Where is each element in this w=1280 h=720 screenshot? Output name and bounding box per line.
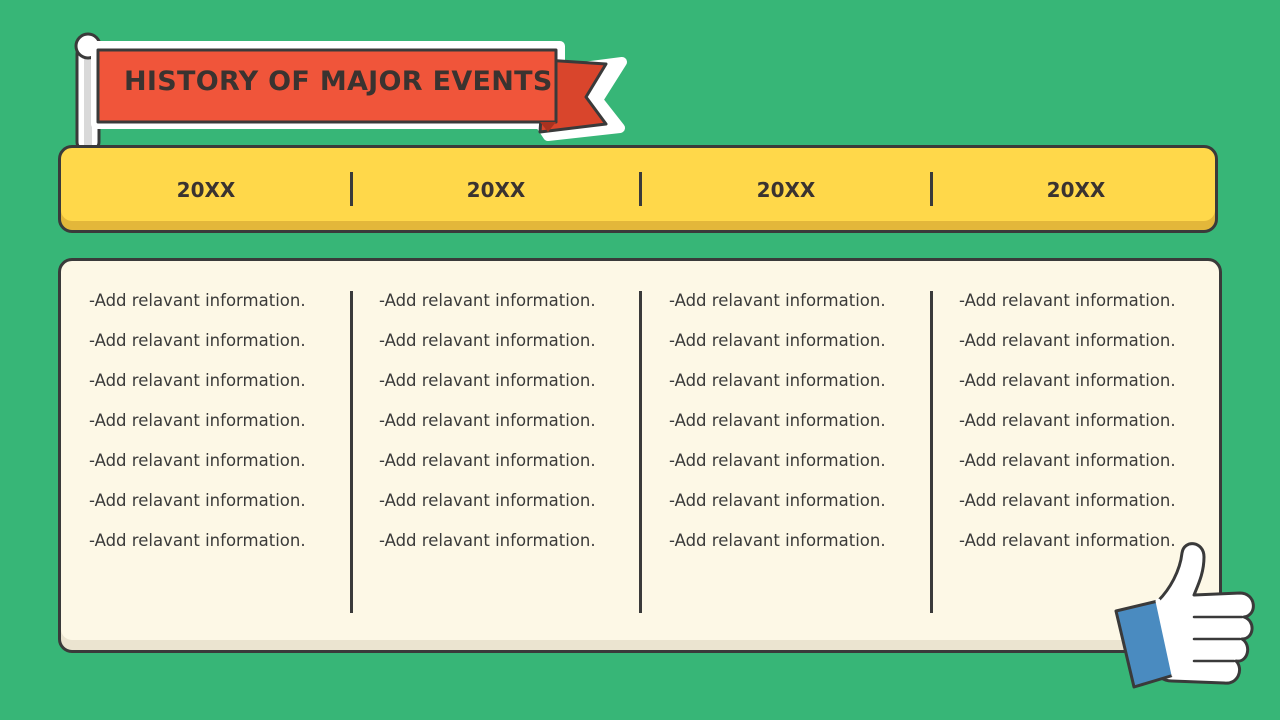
year-divider (639, 172, 642, 206)
year-label: 20XX (466, 178, 526, 202)
list-item: -Add relavant information. (379, 451, 596, 470)
column-divider (930, 291, 933, 613)
year-divider (350, 172, 353, 206)
info-column: -Add relavant information. -Add relavant… (959, 289, 1229, 569)
info-column: -Add relavant information. -Add relavant… (379, 289, 649, 569)
info-column: -Add relavant information. -Add relavant… (89, 289, 359, 569)
info-panel: -Add relavant information. -Add relavant… (58, 258, 1222, 653)
list-item: -Add relavant information. (959, 371, 1176, 390)
year-label: 20XX (176, 178, 236, 202)
list-item: -Add relavant information. (669, 331, 886, 350)
info-column: -Add relavant information. -Add relavant… (669, 289, 939, 569)
list-item: -Add relavant information. (89, 411, 306, 430)
list-item: -Add relavant information. (379, 291, 596, 310)
list-item: -Add relavant information. (379, 411, 596, 430)
list-item: -Add relavant information. (959, 451, 1176, 470)
year-bar: 20XX 20XX 20XX 20XX (58, 145, 1218, 233)
list-item: -Add relavant information. (959, 331, 1176, 350)
list-item: -Add relavant information. (379, 491, 596, 510)
list-item: -Add relavant information. (959, 531, 1176, 550)
list-item: -Add relavant information. (669, 291, 886, 310)
page-title: HISTORY OF MAJOR EVENTS (124, 66, 553, 97)
list-item: -Add relavant information. (379, 331, 596, 350)
list-item: -Add relavant information. (669, 411, 886, 430)
year-label: 20XX (1046, 178, 1106, 202)
year-divider (930, 172, 933, 206)
column-divider (639, 291, 642, 613)
list-item: -Add relavant information. (89, 291, 306, 310)
list-item: -Add relavant information. (669, 451, 886, 470)
column-divider (350, 291, 353, 613)
list-item: -Add relavant information. (669, 371, 886, 390)
year-label: 20XX (756, 178, 816, 202)
list-item: -Add relavant information. (89, 331, 306, 350)
list-item: -Add relavant information. (379, 371, 596, 390)
list-item: -Add relavant information. (89, 371, 306, 390)
list-item: -Add relavant information. (89, 451, 306, 470)
list-item: -Add relavant information. (379, 531, 596, 550)
list-item: -Add relavant information. (89, 531, 306, 550)
list-item: -Add relavant information. (959, 491, 1176, 510)
thumbs-up-icon (1114, 542, 1255, 689)
list-item: -Add relavant information. (89, 491, 306, 510)
flag-icon (74, 32, 627, 152)
list-item: -Add relavant information. (669, 531, 886, 550)
list-item: -Add relavant information. (669, 491, 886, 510)
list-item: -Add relavant information. (959, 291, 1176, 310)
list-item: -Add relavant information. (959, 411, 1176, 430)
